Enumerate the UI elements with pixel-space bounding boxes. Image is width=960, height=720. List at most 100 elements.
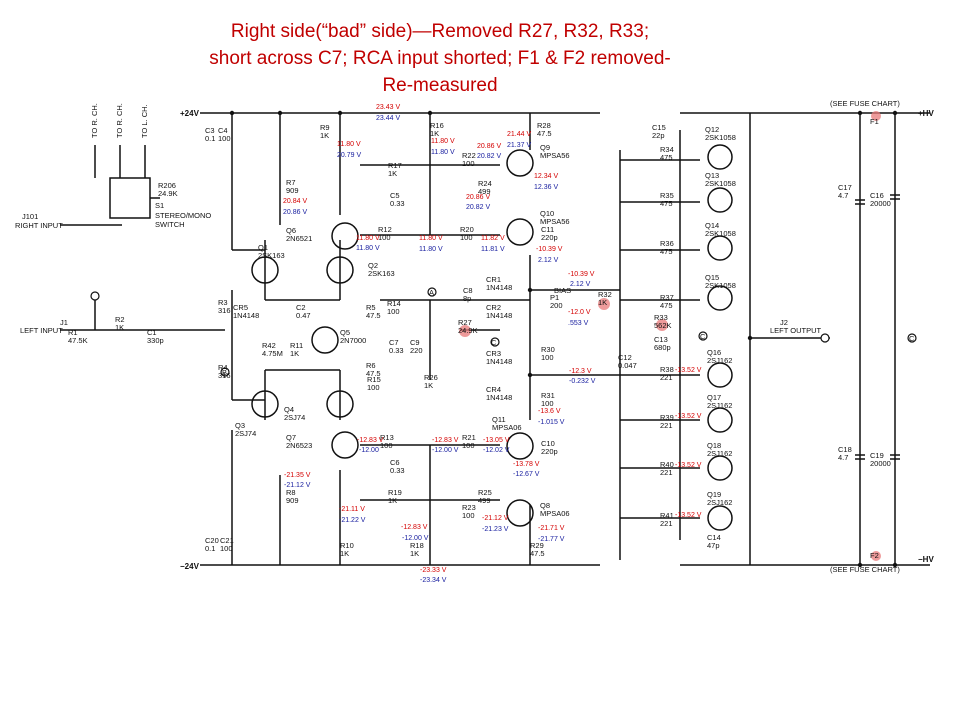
- component-ref-r42: R42: [262, 341, 276, 350]
- component-value-q7: 2N6523: [286, 441, 312, 450]
- component-value-r2: 1K: [115, 323, 124, 332]
- component-ref-cr2: CR2: [486, 303, 501, 312]
- component-value-q12: 2SK1058: [705, 133, 736, 142]
- voltage-reading-m8: 20.82 V: [477, 153, 501, 160]
- slide-title: Right side(“bad” side)—Removed R27, R32,…: [0, 18, 880, 99]
- component-ref-c2: C2: [296, 303, 306, 312]
- voltage-reading-m16: 20.86 V: [283, 209, 307, 216]
- component-ref-r3: R3: [218, 298, 228, 307]
- voltage-reading-m33: -12.83 V: [357, 437, 384, 444]
- component-value-r38: 221: [660, 373, 673, 382]
- component-ref-r30: R30: [541, 345, 555, 354]
- component-value-q11: MPSA06: [492, 423, 522, 432]
- component-value-q14: 2SK1058: [705, 229, 736, 238]
- component-ref-q2: Q2: [368, 261, 378, 270]
- to-rch-label-1: TO R. CH.: [90, 103, 99, 138]
- rail-pos24-label: +24V: [180, 109, 200, 118]
- component-value-c18: 4.7: [838, 453, 848, 462]
- component-ref-q10: Q10: [540, 209, 554, 218]
- right-input-label: RIGHT INPUT: [15, 221, 63, 230]
- component-ref-r29: R29: [530, 541, 544, 550]
- component-ref-c13: C13: [654, 335, 668, 344]
- voltage-reading-m5: 11.80 V: [431, 138, 455, 145]
- component-ref-cr3: CR3: [486, 349, 501, 358]
- component-ref-r21: R21: [462, 433, 476, 442]
- fuse-f2-label: F2: [870, 551, 879, 560]
- voltage-reading-m55: -13.52 V: [675, 462, 702, 469]
- component-ref-c20: C20: [205, 536, 219, 545]
- component-ref-q9: Q9: [540, 143, 550, 152]
- voltage-reading-m10: 21.37 V: [507, 142, 531, 149]
- voltage-reading-m47: -21.71 V: [538, 525, 565, 532]
- voltage-reading-m49: -12.83 V: [401, 524, 428, 531]
- terminal-c2-label: C: [700, 332, 706, 341]
- voltage-reading-m19: 11.80 V: [419, 235, 443, 242]
- voltage-reading-m37: -13.05 V: [483, 437, 510, 444]
- component-ref-r16: R16: [430, 121, 444, 130]
- component-ref-cr1: CR1: [486, 275, 501, 284]
- voltage-reading-m31: -13.6 V: [538, 408, 561, 415]
- component-ref-cr5: CR5: [233, 303, 248, 312]
- voltage-reading-m51: -23.33 V: [420, 567, 447, 574]
- component-ref-r23: R23: [462, 503, 476, 512]
- component-value-q3: 2SJ74: [235, 429, 256, 438]
- component-value-r23: 100: [462, 511, 475, 520]
- component-ref-r12: R12: [378, 225, 392, 234]
- voltage-reading-m52: -23.34 V: [420, 577, 447, 584]
- component-value-c1: 330p: [147, 336, 164, 345]
- component-ref-r18: R18: [410, 541, 424, 550]
- component-value-p1: 200: [550, 301, 563, 310]
- component-ref-r26: R26: [424, 373, 438, 382]
- component-value-c14: 47p: [707, 541, 720, 550]
- component-ref-r36: R36: [660, 239, 674, 248]
- component-ref-c21: C21: [220, 536, 234, 545]
- component-ref-c17: C17: [838, 183, 852, 192]
- component-ref-r9: R9: [320, 123, 330, 132]
- component-ref-c7: C7: [389, 338, 399, 347]
- voltage-reading-m43: -21.11 V: [339, 506, 365, 513]
- voltage-reading-m32: -1.015 V: [538, 419, 565, 426]
- component-ref-cr4: CR4: [486, 385, 501, 394]
- s1-desc-label: STEREO/MONO: [155, 211, 211, 220]
- component-value-r10: 1K: [340, 549, 349, 558]
- voltage-reading-m14: 20.82 V: [466, 204, 490, 211]
- component-value-cr1: 1N4148: [486, 283, 512, 292]
- component-value-r5: 47.5: [366, 311, 381, 320]
- voltage-reading-m18: 11.80 V: [356, 245, 380, 252]
- voltage-reading-m11: 12.34 V: [534, 173, 558, 180]
- component-ref-r33: R33: [654, 313, 668, 322]
- left-output-label: LEFT OUTPUT: [770, 326, 822, 335]
- component-ref-r40: R40: [660, 460, 674, 469]
- component-ref-r32: R32: [598, 290, 612, 299]
- component-ref-r206: R206: [158, 181, 176, 190]
- component-value-r30: 100: [541, 353, 554, 362]
- component-value-q18: 2SJ162: [707, 449, 732, 458]
- component-ref-c9: C9: [410, 338, 420, 347]
- component-ref-c4: C4: [218, 126, 228, 135]
- component-ref-q17: Q17: [707, 393, 721, 402]
- to-rch-label-2: TO R. CH.: [115, 103, 124, 138]
- component-ref-q14: Q14: [705, 221, 719, 230]
- component-value-c13: 680p: [654, 343, 671, 352]
- component-value-r14: 100: [387, 307, 400, 316]
- component-value-r37: 475: [660, 301, 673, 310]
- voltage-reading-m38: -12.02 V: [483, 447, 510, 454]
- component-ref-q16: Q16: [707, 348, 721, 357]
- component-ref-q7: Q7: [286, 433, 296, 442]
- j1-label: J1: [60, 318, 68, 327]
- component-ref-r39: R39: [660, 413, 674, 422]
- component-value-r41: 221: [660, 519, 673, 528]
- component-ref-c5: C5: [390, 191, 400, 200]
- voltage-reading-m29: -12.3 V: [569, 368, 592, 375]
- component-value-c10: 220p: [541, 447, 558, 456]
- component-value-r28: 47.5: [537, 129, 552, 138]
- j2-label: J2: [780, 318, 788, 327]
- voltage-reading-m27: -12.0 V: [568, 309, 591, 316]
- component-value-r19: 1K: [388, 496, 397, 505]
- component-value-c4: 100: [218, 134, 231, 143]
- s1-desc2-label: SWITCH: [155, 220, 185, 229]
- component-value-c5: 0.33: [390, 199, 405, 208]
- voltage-reading-m21: 11.82 V: [481, 235, 505, 242]
- component-ref-r28: R28: [537, 121, 551, 130]
